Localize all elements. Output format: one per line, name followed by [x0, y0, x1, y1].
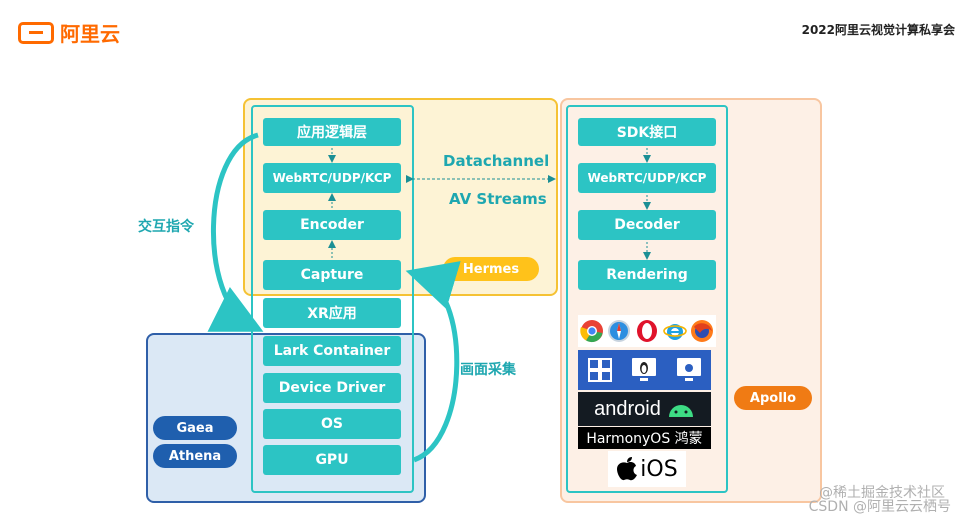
opera-icon — [636, 320, 657, 342]
athena-pill: Athena — [153, 444, 237, 468]
safari-icon — [608, 320, 631, 342]
right-block-decoder: Decoder — [578, 210, 716, 240]
gaea-pill: Gaea — [153, 416, 237, 440]
linux-icon — [631, 358, 656, 381]
apollo-pill: Apollo — [734, 386, 812, 410]
aliyun-logo-icon — [18, 21, 54, 44]
left-block-app-logic: 应用逻辑层 — [263, 118, 401, 146]
right-block-sdk: SDK接口 — [578, 118, 716, 146]
apple-icon — [617, 457, 638, 481]
right-block-rendering: Rendering — [578, 260, 716, 290]
android-row: android — [578, 392, 711, 426]
capture-cn-label: 画面采集 — [460, 362, 516, 378]
desktop-row — [578, 350, 711, 390]
interaction-curve — [207, 132, 264, 332]
mac-icon — [676, 358, 701, 381]
ios-row: iOS — [608, 451, 686, 487]
watermark-csdn: CSDN @阿里云云栖号 — [808, 499, 951, 515]
windows-icon — [587, 358, 612, 382]
chrome-icon — [580, 320, 603, 343]
capture-curve — [405, 261, 461, 463]
right-stack-outline — [566, 105, 728, 493]
android-icon — [668, 405, 693, 417]
browser-row — [578, 315, 716, 347]
right-block-webrtc: WebRTC/UDP/KCP — [578, 163, 716, 193]
left-block-encoder: Encoder — [263, 210, 401, 240]
logo-text: 阿里云 — [60, 22, 120, 46]
left-block-capture: Capture — [263, 260, 401, 290]
left-block-xr-app: XR应用 — [263, 298, 401, 328]
left-block-lark-container: Lark Container — [263, 336, 401, 366]
android-text: android — [594, 397, 661, 420]
watermark-juejin: @稀土掘金技术社区 — [819, 485, 945, 501]
harmony-row: HarmonyOS 鸿蒙 — [578, 427, 711, 449]
aliyun-logo: 阿里云 — [18, 18, 120, 47]
firefox-icon — [691, 320, 714, 342]
left-block-webrtc: WebRTC/UDP/KCP — [263, 163, 401, 193]
ie-icon — [662, 324, 687, 340]
left-block-gpu: GPU — [263, 445, 401, 475]
left-block-device-driver: Device Driver — [263, 373, 401, 403]
left-block-os: OS — [263, 409, 401, 439]
ios-text: iOS — [640, 456, 678, 482]
av-streams-label: AV Streams — [449, 190, 547, 208]
datachannel-label: Datachannel — [443, 152, 550, 170]
event-title: 2022阿里云视觉计算私享会 — [801, 23, 955, 37]
interaction-label: 交互指令 — [138, 219, 194, 235]
harmony-text: HarmonyOS 鸿蒙 — [586, 431, 703, 447]
